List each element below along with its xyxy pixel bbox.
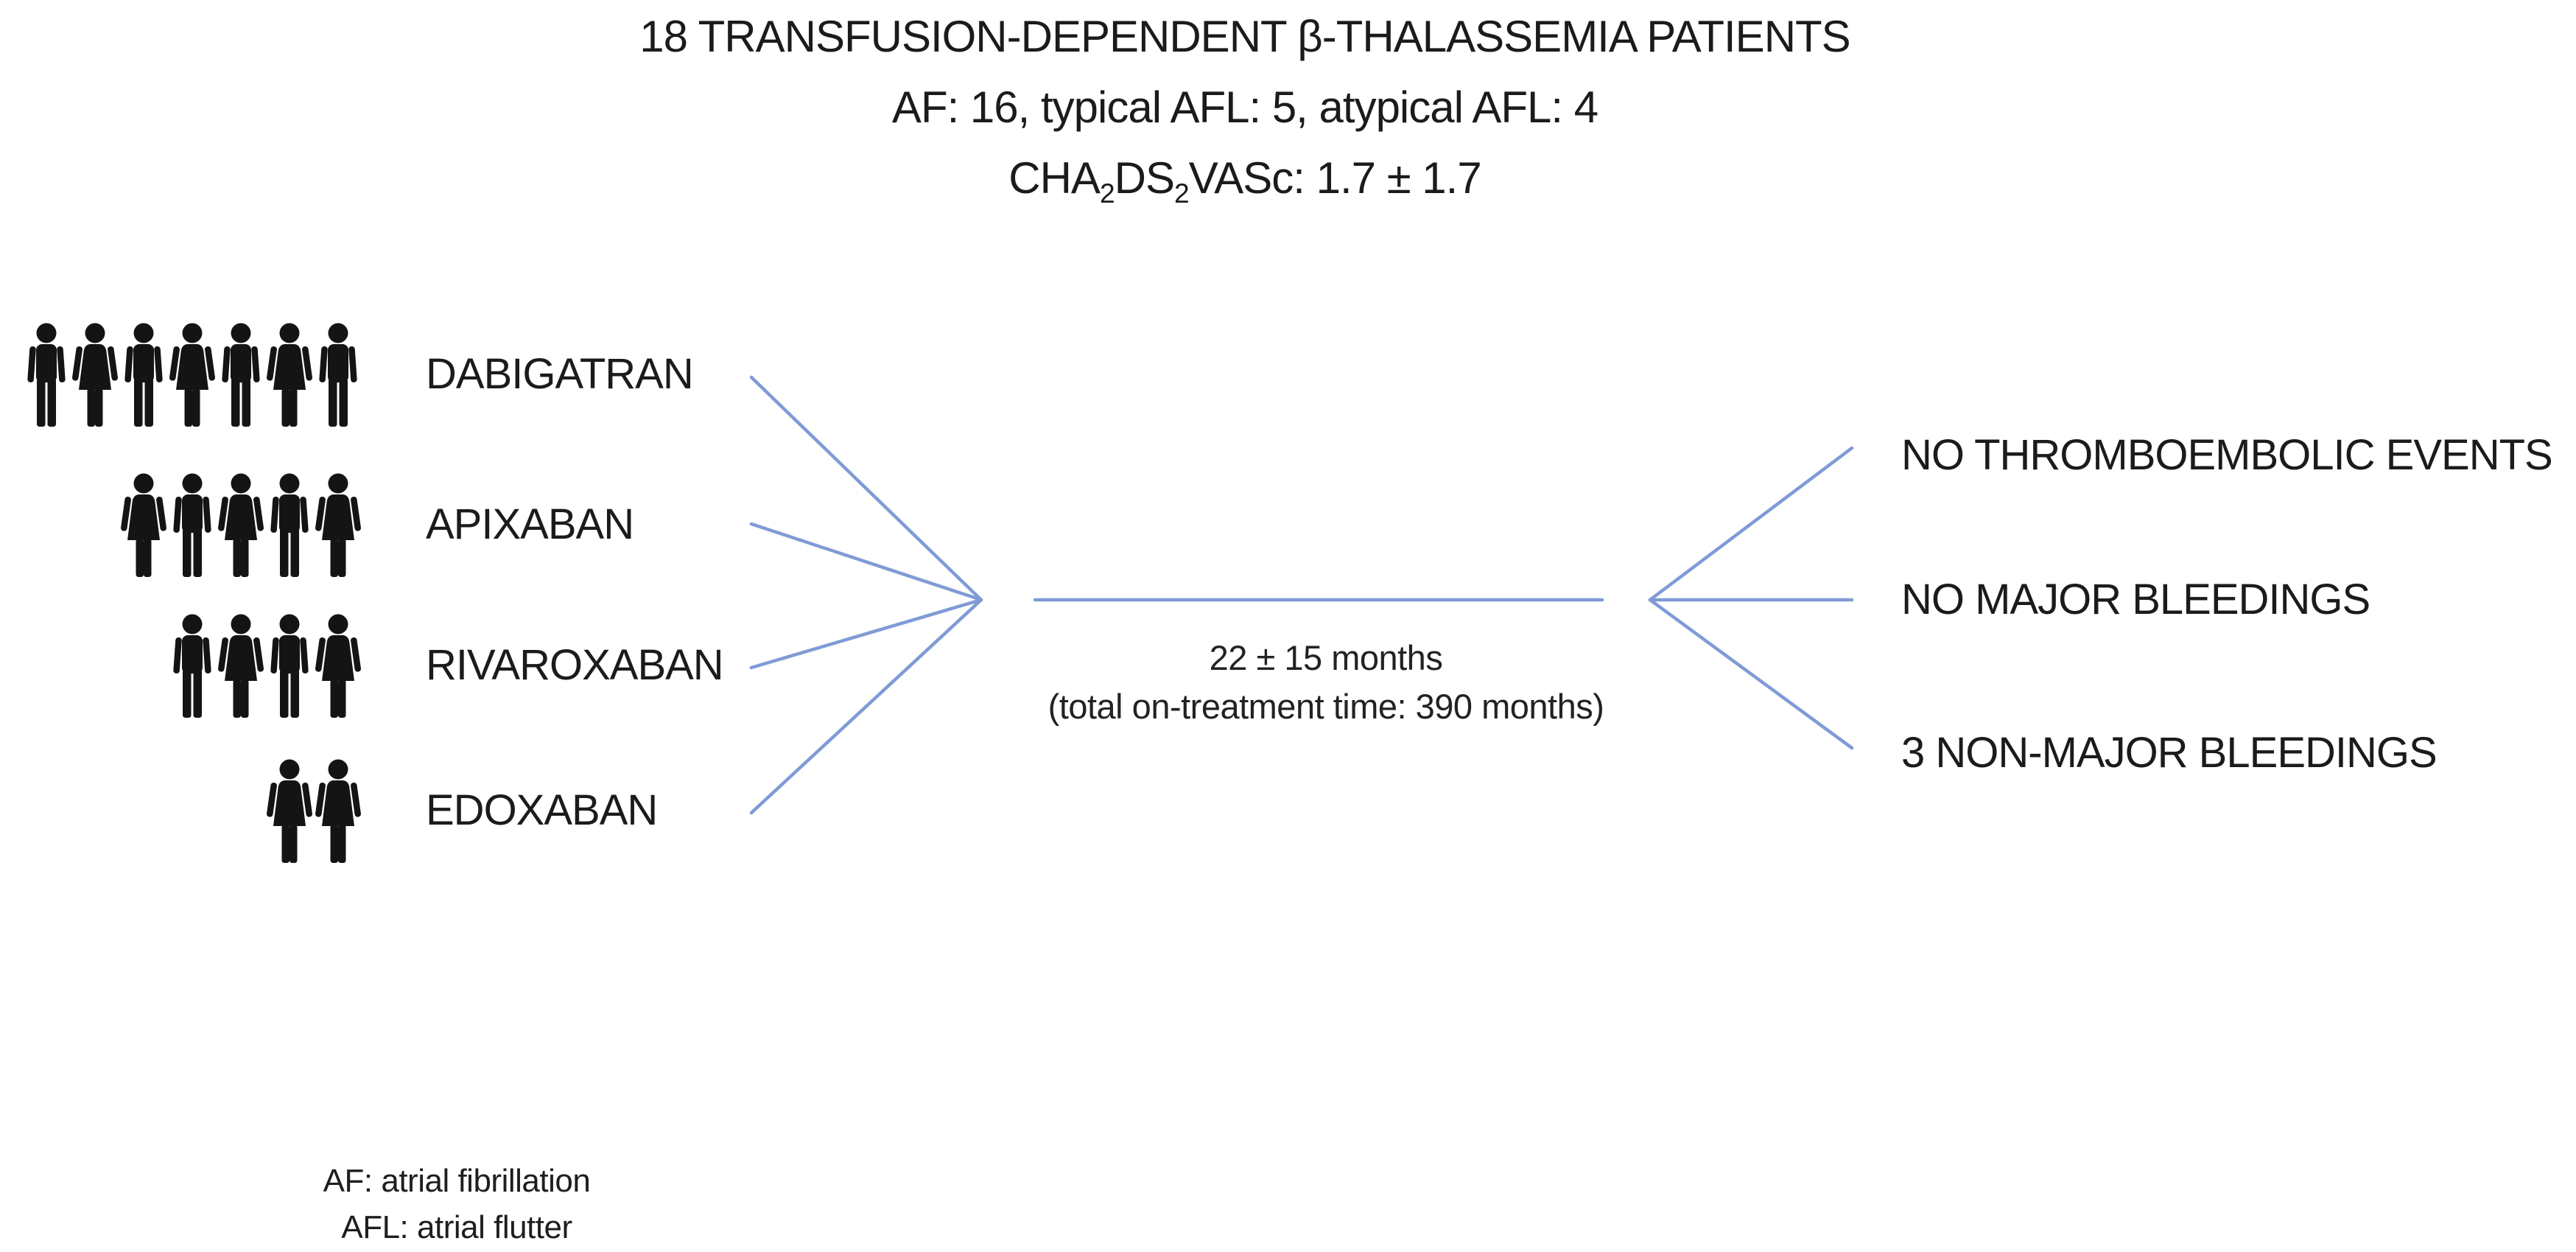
figure-title: 18 TRANSFUSION-DEPENDENT β-THALASSEMIA P…	[639, 1, 1850, 214]
footnote-afl: AFL: atrial flutter	[341, 1209, 572, 1245]
female-person-icon	[315, 472, 362, 577]
female-person-icon	[217, 472, 264, 577]
footnote-af: AF: atrial fibrillation	[323, 1163, 591, 1199]
title-chads-vasc-line: CHA2DS2VASc: 1.7 ± 1.7	[1008, 153, 1481, 209]
female-person-icon	[315, 758, 362, 863]
abbreviation-footnotes: AF: atrial fibrillation AFL: atrial flut…	[323, 1158, 591, 1251]
patient-pictogram-row-rivaroxaban	[169, 613, 362, 718]
outcome-thromboembolic-events: NO THROMBOEMBOLIC EVENTS	[1901, 431, 2553, 479]
treatment-duration: 22 ± 15 months (total on-treatment time:…	[1048, 634, 1604, 731]
male-person-icon	[120, 322, 167, 427]
male-person-icon	[169, 472, 216, 577]
outcome-nonmajor-bleedings: 3 NON-MAJOR BLEEDINGS	[1901, 729, 2438, 777]
male-person-icon	[266, 613, 313, 718]
duration-total: (total on-treatment time: 390 months)	[1047, 687, 1604, 726]
patient-pictogram-row-dabigatran	[23, 322, 362, 427]
drug-label-apixaban: APIXABAN	[426, 500, 634, 548]
female-person-icon	[120, 472, 167, 577]
female-person-icon	[217, 613, 264, 718]
male-person-icon	[23, 322, 70, 427]
patient-pictogram-row-edoxaban	[266, 758, 362, 863]
male-person-icon	[315, 322, 362, 427]
drug-label-edoxaban: EDOXABAN	[426, 786, 658, 834]
duration-mean: 22 ± 15 months	[1209, 638, 1443, 677]
female-person-icon	[266, 758, 313, 863]
drug-label-rivaroxaban: RIVAROXABAN	[426, 641, 724, 689]
fanin-line-rivaroxaban	[749, 598, 983, 670]
fanout-line-thromboembolic	[1648, 446, 1854, 602]
female-person-icon	[169, 322, 216, 427]
male-person-icon	[169, 613, 216, 718]
male-person-icon	[217, 322, 264, 427]
fanin-line-edoxaban	[749, 598, 983, 815]
fanin-line-dabigatran	[749, 375, 983, 602]
fanin-line-apixaban	[749, 522, 983, 602]
title-arrhythmia-line: AF: 16, typical AFL: 5, atypical AFL: 4	[891, 83, 1598, 132]
male-person-icon	[266, 472, 313, 577]
female-person-icon	[315, 613, 362, 718]
outcome-major-bleedings: NO MAJOR BLEEDINGS	[1901, 576, 2370, 623]
female-person-icon	[266, 322, 313, 427]
drug-label-dabigatran: DABIGATRAN	[426, 350, 694, 398]
title-patients-line: 18 TRANSFUSION-DEPENDENT β-THALASSEMIA P…	[639, 12, 1850, 61]
female-person-icon	[71, 322, 119, 427]
fanout-line-nonmajor-bleedings	[1648, 598, 1854, 750]
patient-pictogram-row-apixaban	[120, 472, 362, 577]
